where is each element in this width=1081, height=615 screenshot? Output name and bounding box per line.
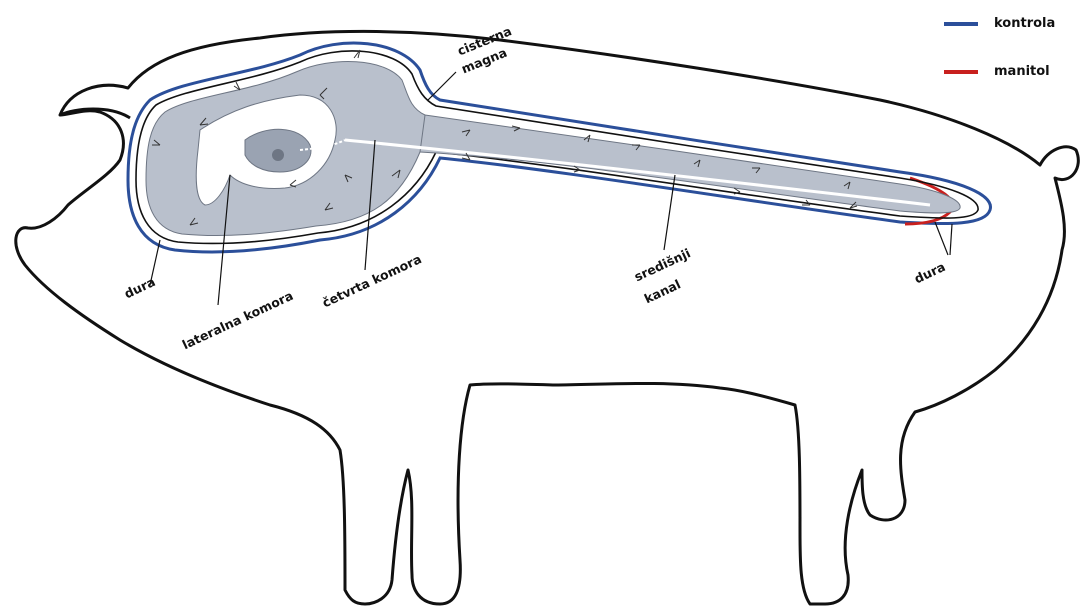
legend-item-kontrola: kontrola bbox=[944, 16, 1055, 31]
legend-label-kontrola: kontrola bbox=[994, 16, 1055, 31]
legend-swatch-kontrola bbox=[944, 22, 978, 26]
legend-swatch-manitol bbox=[944, 70, 978, 74]
third-ventricle-dot bbox=[272, 149, 284, 161]
legend-label-manitol: manitol bbox=[994, 64, 1050, 79]
legend-item-manitol: manitol bbox=[944, 64, 1050, 79]
